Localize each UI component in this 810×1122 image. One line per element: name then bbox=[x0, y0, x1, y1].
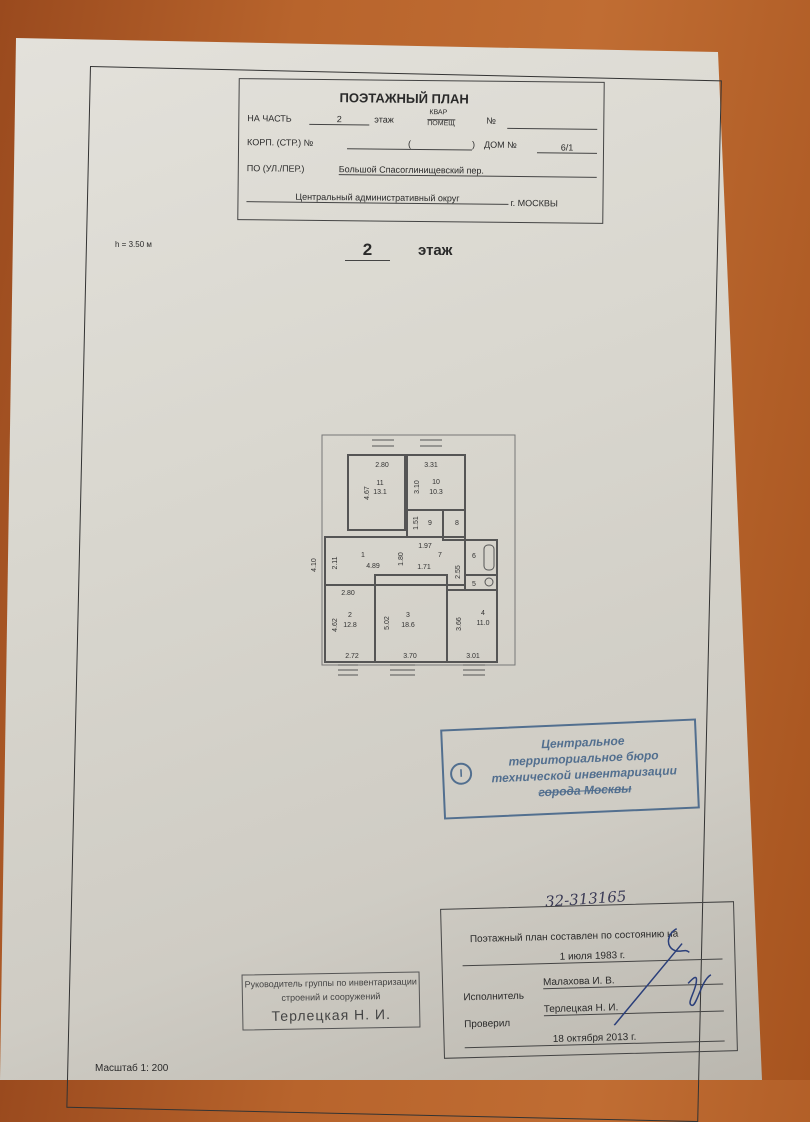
ceiling-height: h = 3.50 м bbox=[115, 240, 152, 249]
floor-number: 2 bbox=[345, 240, 390, 261]
dim: 1.80 bbox=[398, 552, 405, 566]
dim: 1.97 bbox=[418, 543, 432, 550]
room-number: 7 bbox=[438, 552, 442, 559]
room-8 bbox=[442, 509, 466, 541]
checker-label: Проверил bbox=[463, 1018, 511, 1031]
toilet-icon bbox=[484, 577, 494, 587]
dim: 2.80 bbox=[375, 462, 389, 469]
window-marks-top bbox=[372, 439, 442, 447]
dim: 3.01 bbox=[466, 653, 480, 660]
group-head-stamp: Руководитель группы по инвентаризации ст… bbox=[241, 971, 421, 1031]
dim: 5.02 bbox=[384, 616, 391, 630]
dim: 3.66 bbox=[456, 617, 463, 631]
room-number: 10 bbox=[432, 479, 440, 486]
bathtub-icon bbox=[483, 544, 495, 571]
dim: 2.11 bbox=[332, 556, 339, 569]
room-number: 4 bbox=[481, 610, 485, 617]
stamp-text: Центральное территориальное бюро техниче… bbox=[475, 730, 694, 803]
bureau-stamp: I Центральное территориальное бюро техни… bbox=[440, 718, 700, 820]
room-number: 8 bbox=[455, 520, 459, 527]
dim: 2.80 bbox=[341, 590, 355, 597]
room-number: 11 bbox=[376, 480, 383, 487]
floor-plan: 2.80 11 13.1 4.67 3.31 10 10.3 3.10 1.51… bbox=[311, 434, 516, 676]
window-marks-bottom bbox=[338, 664, 485, 676]
room-area: 12.8 bbox=[343, 622, 357, 629]
signoff-block: Поэтажный план составлен по состоянию на… bbox=[440, 901, 738, 1059]
dim: 1.71 bbox=[417, 564, 431, 571]
room-area: 13.1 bbox=[373, 489, 387, 496]
seal-mark: I bbox=[449, 762, 473, 786]
dim: 2.55 bbox=[455, 565, 462, 579]
check-date: 18 октября 2013 г. bbox=[464, 1029, 725, 1049]
room-area: 18.6 bbox=[401, 622, 415, 629]
room-area: 11.0 bbox=[476, 620, 489, 627]
dim: 3.10 bbox=[414, 480, 421, 494]
plan-outline bbox=[321, 434, 516, 666]
dim: 4.10 bbox=[311, 558, 318, 572]
dim: 1.51 bbox=[413, 516, 420, 530]
room-number: 1 bbox=[361, 552, 365, 559]
room-number: 3 bbox=[406, 612, 410, 619]
room-1-corridor bbox=[324, 536, 466, 586]
dim: 3.70 bbox=[403, 653, 417, 660]
dim: 4.89 bbox=[366, 563, 380, 570]
room-4 bbox=[446, 589, 498, 663]
executor-label: Исполнитель bbox=[463, 990, 525, 1004]
dim: 2.72 bbox=[345, 653, 359, 660]
room-area: 10.3 bbox=[429, 489, 443, 496]
dim: 3.31 bbox=[424, 462, 438, 469]
dim: 4.62 bbox=[332, 618, 339, 632]
floor-label: этаж bbox=[418, 242, 453, 259]
scale-label: Масштаб 1: 200 bbox=[95, 1063, 169, 1074]
room-number: 5 bbox=[472, 581, 476, 588]
room-number: 2 bbox=[348, 612, 352, 619]
room-5 bbox=[464, 574, 498, 591]
room-number: 9 bbox=[428, 520, 432, 527]
paper-sheet bbox=[0, 38, 762, 1080]
signature-icon bbox=[613, 928, 712, 1026]
room-11 bbox=[347, 454, 406, 531]
room-number: 6 bbox=[472, 553, 476, 560]
dim: 4.67 bbox=[364, 486, 371, 500]
stamp-name: Терлецкая Н. И. bbox=[271, 1005, 392, 1025]
